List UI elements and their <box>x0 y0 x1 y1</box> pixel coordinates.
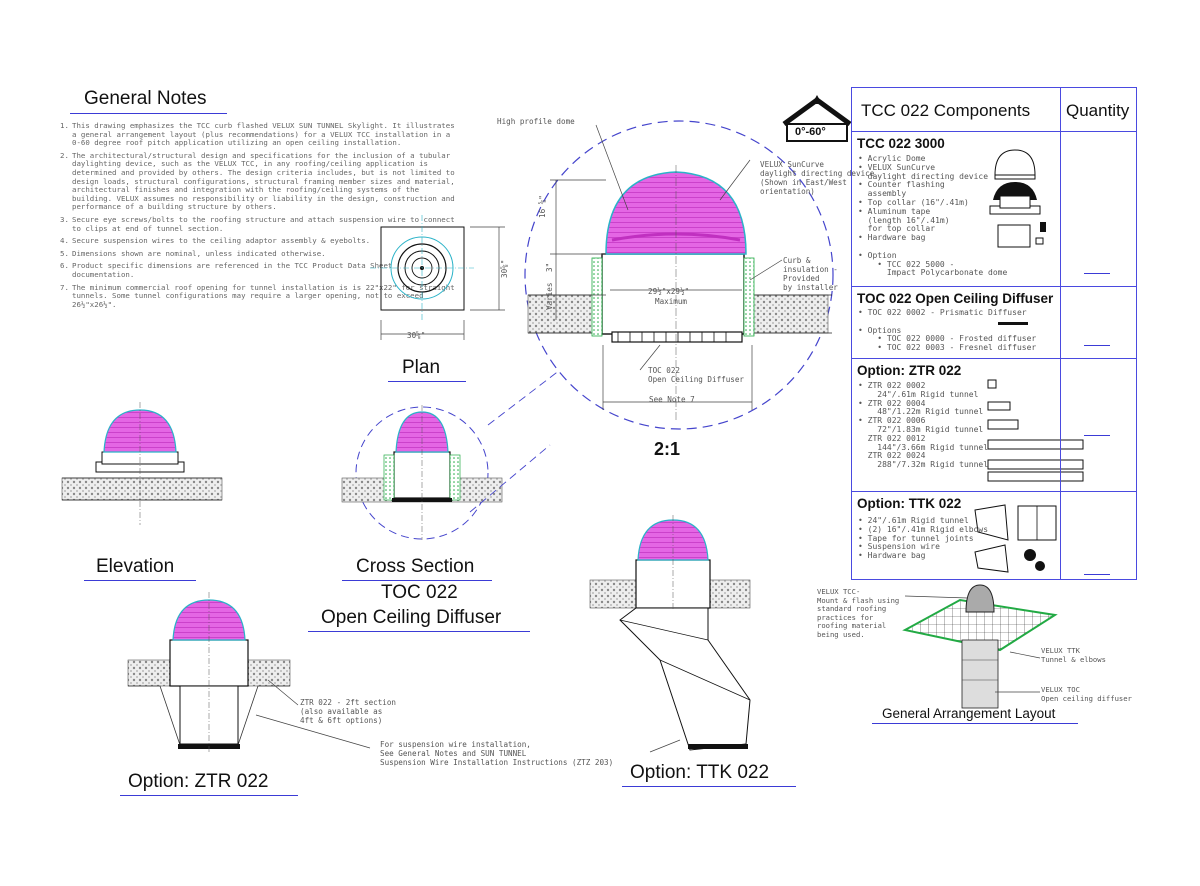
table-thumbnails <box>974 149 1084 573</box>
general-note-text: This drawing emphasizes the TCC curb fla… <box>72 121 455 148</box>
general-note-number: 5. <box>60 248 69 258</box>
general-note-item: 5.Dimensions shown are nominal, unless i… <box>60 248 456 259</box>
dimension-varies: Varies <box>545 282 554 310</box>
section-title-toc: TOC 022 Open Ceiling Diffuser <box>857 291 1054 306</box>
section-title-ztr: Option: ZTR 022 <box>857 363 962 378</box>
table-column-divider <box>1060 88 1061 579</box>
dimension-opening-note: Maximum <box>655 297 688 306</box>
general-notes-title: General Notes <box>84 88 207 109</box>
annotation-toc: TOC 022 Open Ceiling Diffuser <box>648 366 745 384</box>
quantity-field-toc[interactable] <box>1084 345 1110 346</box>
table-row-divider <box>852 358 1136 359</box>
general-note-number: 3. <box>60 214 69 224</box>
general-note-text: Product specific dimensions are referenc… <box>72 261 393 279</box>
general-note-text: Dimensions shown are nominal, unless ind… <box>72 248 326 258</box>
dimension-plan-width: 30⅝" <box>407 331 426 340</box>
underline-option-ttk <box>622 786 796 787</box>
annotation-high-profile-dome: High profile dome <box>497 117 575 126</box>
general-note-item: 7.The minimum commercial roof opening fo… <box>60 282 456 310</box>
pitch-symbol <box>782 95 852 142</box>
annotation-suspension: For suspension wire installation, See Ge… <box>380 740 614 767</box>
general-note-text: The architectural/structural design and … <box>72 150 455 212</box>
plan-view <box>370 215 505 340</box>
annotation-ztr-section: ZTR 022 - 2ft section (also available as… <box>300 698 397 725</box>
general-note-number: 7. <box>60 282 69 292</box>
dimension-curb-height: 3" <box>545 262 554 272</box>
table-row-divider <box>852 491 1136 492</box>
underline-plan <box>388 381 466 382</box>
general-arrangement-view <box>902 584 1058 709</box>
cross-section-small <box>341 369 561 540</box>
table-header-components: TCC 022 Components <box>861 101 1031 120</box>
general-note-number: 2. <box>60 150 69 160</box>
section-items-tcc: • Acrylic Dome • VELUX SunCurve daylight… <box>858 154 1008 278</box>
label-cross-section-diffuser: Open Ceiling Diffuser <box>321 607 502 628</box>
general-note-text: The minimum commercial roof opening for … <box>72 282 455 309</box>
underline-cross-section <box>342 580 492 581</box>
quantity-field-tcc[interactable] <box>1084 273 1110 274</box>
table-header-divider <box>852 131 1136 132</box>
option-ztr-view <box>127 592 371 752</box>
underline-general-arrangement <box>872 723 1078 724</box>
general-note-text: Secure suspension wires to the ceiling a… <box>72 236 371 246</box>
underline-cross-section-diffuser <box>308 631 530 632</box>
general-note-number: 6. <box>60 261 69 271</box>
annotation-suncurve: VELUX SunCurve daylight directing device… <box>760 160 875 196</box>
label-cross-section: Cross Section <box>356 556 475 577</box>
table-header-quantity: Quantity <box>1066 101 1130 120</box>
components-table: TCC 022 Components Quantity TCC 022 3000… <box>851 87 1137 580</box>
section-items-ztr: • ZTR 022 0002 24"/.61m Rigid tunnel • Z… <box>858 381 989 470</box>
section-items-toc: • TOC 022 0002 - Prismatic Diffuser • Op… <box>858 308 1037 353</box>
section-title-tcc: TCC 022 3000 <box>857 136 945 151</box>
label-elevation: Elevation <box>96 556 175 577</box>
quantity-field-ztr[interactable] <box>1084 435 1110 436</box>
label-option-ttk: Option: TTK 022 <box>630 762 770 783</box>
general-notes-list: 1.This drawing emphasizes the TCC curb f… <box>60 121 456 313</box>
general-note-number: 1. <box>60 121 69 130</box>
dimension-see-note: See Note 7 <box>649 395 695 404</box>
label-cross-section-toc: TOC 022 <box>381 582 458 603</box>
dimension-plan-height: 30⅝" <box>500 259 509 278</box>
table-row-divider <box>852 286 1136 287</box>
elevation-view <box>61 402 223 525</box>
label-scale: 2:1 <box>654 439 681 459</box>
dimension-opening: 29½"x29½" <box>648 287 690 296</box>
annotation-ga-tcc: VELUX TCC- Mount & flash using standard … <box>817 587 900 639</box>
dimension-dome-height: 16 ⅝" <box>538 195 547 218</box>
general-notes-underline <box>70 113 227 114</box>
general-note-item: 1.This drawing emphasizes the TCC curb f… <box>60 121 456 148</box>
general-note-text: Secure eye screws/bolts to the roofing s… <box>72 214 455 233</box>
general-note-number: 4. <box>60 236 69 246</box>
section-title-ttk: Option: TTK 022 <box>857 496 962 511</box>
general-note-item: 3.Secure eye screws/bolts to the roofing… <box>60 214 456 233</box>
annotation-ga-ttk: VELUX TTK Tunnel & elbows <box>1041 646 1106 664</box>
option-ttk-view <box>589 515 751 753</box>
general-note-item: 4.Secure suspension wires to the ceiling… <box>60 237 456 246</box>
label-general-arrangement: General Arrangement Layout <box>882 706 1056 721</box>
label-option-ztr: Option: ZTR 022 <box>128 771 269 792</box>
cross-section-large <box>524 120 834 430</box>
label-plan: Plan <box>402 357 441 378</box>
underline-elevation <box>84 580 196 581</box>
general-note-item: 2.The architectural/structural design an… <box>60 150 456 212</box>
section-items-ttk: • 24"/.61m Rigid tunnel • (2) 16"/.41m R… <box>858 516 989 561</box>
underline-option-ztr <box>120 795 298 796</box>
annotation-ga-toc: VELUX TOC Open ceiling diffuser <box>1041 685 1132 703</box>
pitch-label: 0°-60° <box>795 126 826 138</box>
annotation-curb: Curb & insulation - Provided by installe… <box>783 256 838 292</box>
general-note-item: 6.Product specific dimensions are refere… <box>60 261 456 279</box>
quantity-field-ttk[interactable] <box>1084 574 1110 575</box>
